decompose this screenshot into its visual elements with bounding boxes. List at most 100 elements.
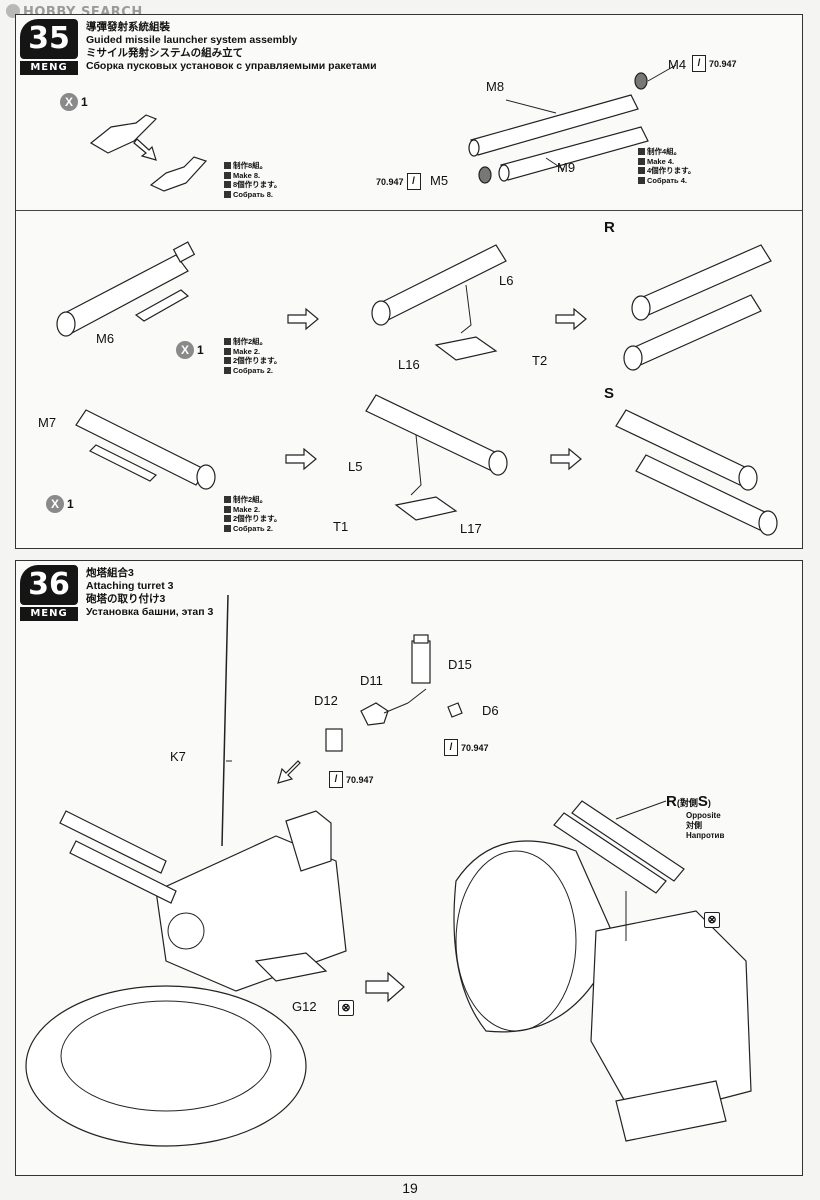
- step-arrow: [277, 760, 301, 784]
- cannon-barrel: [69, 840, 177, 904]
- flag-ru-icon: [224, 366, 231, 374]
- brand-logo: MENG: [20, 61, 78, 75]
- title-cn: 導彈發射系統組裝: [86, 21, 170, 33]
- part-d11: [360, 702, 389, 726]
- title-cn: 炮塔組合3: [86, 567, 134, 579]
- cannon-barrel: [59, 810, 167, 874]
- make-2-note-a: 制作2組。 Make 2. 2個作ります。 Собрать 2.: [224, 337, 281, 375]
- step-36-badge: 36 MENG: [20, 565, 78, 621]
- page-number: 19: [402, 1180, 418, 1196]
- step-number: 35: [20, 19, 78, 59]
- missile-pair-rs: [553, 800, 685, 941]
- brand-logo: MENG: [20, 607, 78, 621]
- part-label-d11: D11: [360, 673, 383, 688]
- quantity-value: 1: [81, 95, 88, 109]
- paint-brush-icon: /: [692, 55, 706, 72]
- cement-prohibited-icon: ⊗: [338, 1000, 354, 1016]
- part-label-m9: M9: [557, 160, 576, 175]
- title-en: Guided missile launcher system assembly: [86, 34, 298, 46]
- variant-label-r: R: [604, 219, 615, 236]
- make-8-note: 制作8組。 Make 8. 8個作ります。 Собрать 8.: [224, 161, 281, 199]
- tube-m9: [498, 126, 649, 182]
- antenna-k7: [221, 594, 229, 847]
- part-label-m4: M4: [668, 57, 687, 72]
- make-4-note: 制作4組。 Make 4. 4個作ります。 Собрать 4.: [638, 147, 695, 185]
- part-label-m6: M6: [96, 331, 115, 346]
- bracket-part-open: [149, 156, 208, 192]
- part-label-l6: L6: [499, 273, 514, 288]
- step-35-titles: 導彈發射系統組裝 Guided missile launcher system …: [86, 21, 377, 73]
- flag-ru-icon: [224, 524, 231, 532]
- flag-ru-icon: [224, 190, 231, 198]
- variant-label-rs: R(對側S): [666, 793, 711, 810]
- missile-pair-r: [623, 244, 772, 371]
- paint-callout-m5: 70.947/: [376, 173, 421, 190]
- cement-prohibited-icon: ⊗: [704, 912, 720, 928]
- part-label-m7: M7: [38, 415, 57, 430]
- flag-cn-icon: [224, 338, 231, 346]
- title-jp: ミサイル発射システムの組み立て: [86, 47, 244, 59]
- part-label-l5: L5: [348, 459, 363, 474]
- make-2-note-b: 制作2組。 Make 2. 2個作ります。 Собрать 2.: [224, 495, 281, 533]
- variant-label-s: S: [604, 385, 615, 402]
- opposite-note: Opposite 対側 Напротив: [686, 811, 725, 840]
- part-label-t2: T2: [532, 353, 548, 368]
- step-arrow: [365, 971, 405, 1003]
- part-d15: [411, 640, 431, 684]
- sub-step-divider: [16, 210, 802, 211]
- part-label-l16: L16: [398, 357, 420, 372]
- step-36-titles: 炮塔組合3 Attaching turret 3 砲塔の取り付け3 Устано…: [86, 567, 213, 619]
- flag-cn-icon: [224, 162, 231, 170]
- part-label-g12: G12: [292, 999, 317, 1014]
- step-arrow: [133, 138, 157, 161]
- flag-en-icon: [224, 505, 231, 513]
- paint-callout-d12: /70.947: [329, 771, 374, 788]
- quantity-value: 1: [197, 343, 204, 357]
- part-d12: [325, 728, 343, 752]
- plate-g12: [254, 952, 328, 982]
- paint-brush-icon: /: [444, 739, 458, 756]
- missile-tube-m6: [56, 241, 196, 337]
- flag-cn-icon: [638, 148, 645, 156]
- cap-m5: [478, 166, 492, 184]
- part-label-d15: D15: [448, 657, 472, 672]
- step-arrow: [285, 447, 317, 471]
- paint-brush-icon: /: [406, 173, 421, 190]
- title-ru: Сборка пусковых установок с управляемыми…: [86, 60, 377, 72]
- flag-ru-icon: [638, 176, 645, 184]
- title-jp: 砲塔の取り付け3: [86, 593, 166, 605]
- flag-en-icon: [224, 347, 231, 355]
- flag-en-icon: [224, 171, 231, 179]
- step-35-panel: 35 MENG 導彈發射系統組裝 Guided missile launcher…: [15, 14, 803, 549]
- step-number: 36: [20, 565, 78, 605]
- turret-assembled: [453, 840, 752, 1142]
- step-36-panel: 36 MENG 炮塔組合3 Attaching turret 3 砲塔の取り付け…: [15, 560, 803, 1176]
- part-label-t1: T1: [333, 519, 349, 534]
- title-en: Attaching turret 3: [86, 580, 174, 592]
- paint-callout-d6: /70.947: [444, 739, 489, 756]
- part-label-k7: K7: [170, 749, 186, 764]
- step-35-badge: 35 MENG: [20, 19, 78, 75]
- step-arrow: [550, 447, 582, 471]
- flag-jp-icon: [638, 167, 645, 175]
- bracket-part: [89, 114, 158, 154]
- turret-hull: [155, 810, 347, 992]
- title-ru: Установка башни, этап 3: [86, 606, 214, 618]
- tube-m8: [468, 94, 639, 157]
- flag-jp-icon: [224, 515, 231, 523]
- step-36-drawings: [25, 594, 752, 1147]
- part-d15-top: [413, 634, 429, 644]
- step-35-drawings: [56, 64, 778, 536]
- part-label-d12: D12: [314, 693, 338, 708]
- part-label-l17: L17: [460, 521, 482, 536]
- step-arrow: [287, 307, 319, 331]
- turret-base-ring: [25, 985, 307, 1147]
- flag-jp-icon: [224, 181, 231, 189]
- paint-callout-m4: /70.947: [692, 55, 737, 72]
- missile-tube-m7: [75, 409, 216, 490]
- multiply-icon: X: [176, 341, 194, 359]
- bracket-m7: [88, 444, 158, 482]
- bracket-m6: [134, 289, 190, 322]
